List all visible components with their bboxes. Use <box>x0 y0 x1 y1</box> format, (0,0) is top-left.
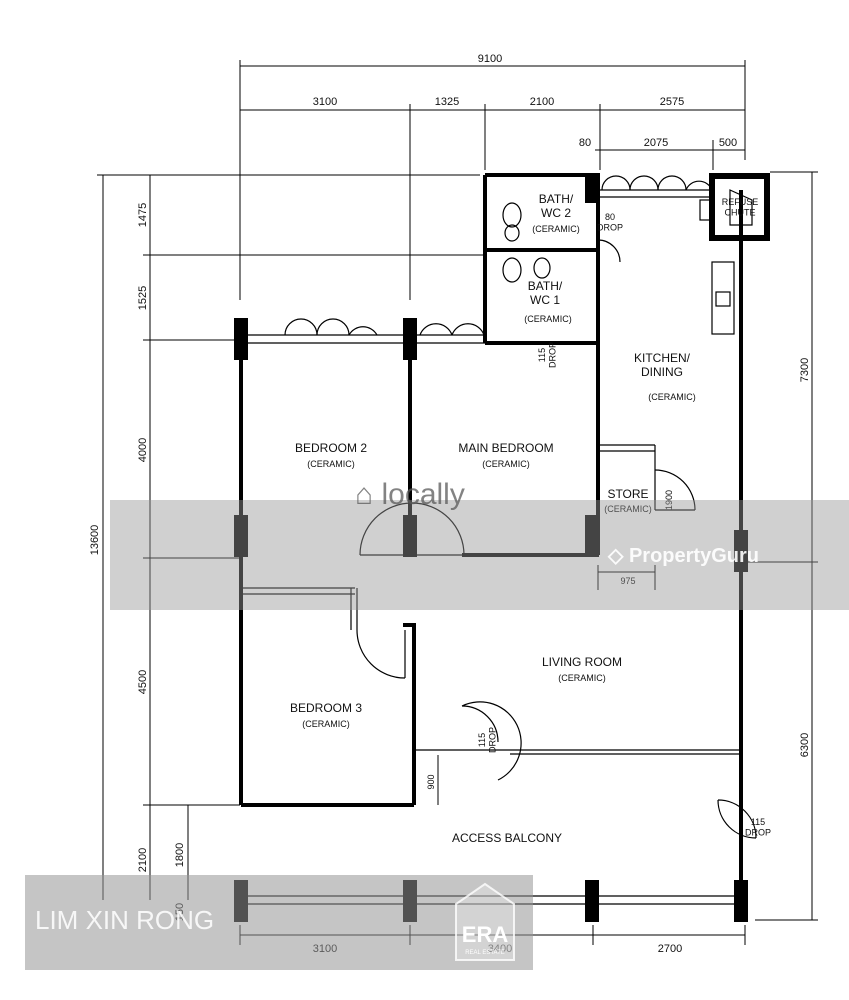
basin-icon <box>504 224 520 242</box>
dim-left-inner-1: 1800 <box>174 843 186 867</box>
left-dimensions: 13600 1475 1525 4000 4500 2100 1800 150 <box>89 174 485 921</box>
agent-band <box>25 875 533 970</box>
dim-left-seg-5: 2100 <box>137 848 149 872</box>
stove-counter-icon <box>711 261 735 335</box>
dim-left-seg-2: 1525 <box>137 286 149 310</box>
watermark-band <box>110 500 849 610</box>
dim-left-seg-1: 1475 <box>137 203 149 227</box>
propertyguru-watermark: ◇ PropertyGuru <box>608 543 759 568</box>
finish-bedroom-2: (CERAMIC) <box>307 459 355 469</box>
column <box>403 515 417 557</box>
finish-bedroom-3: (CERAMIC) <box>302 719 350 729</box>
dim-top-sub-3: 500 <box>719 137 737 149</box>
column <box>234 515 248 557</box>
column <box>734 880 748 922</box>
agent-name: LIM XIN RONG <box>35 905 215 935</box>
store-dimensions: 975 1900 900 <box>426 490 674 805</box>
dim-left-total: 13600 <box>89 525 101 556</box>
dim-store-1900: 1900 <box>664 490 674 510</box>
room-labels: BATH/WC 2 (CERAMIC) BATH/WC 1 (CERAMIC) … <box>290 192 758 845</box>
right-dimensions: 7300 6300 <box>745 171 818 921</box>
dim-right-seg-1: 7300 <box>799 358 811 382</box>
dim-top-seg-3: 2100 <box>530 96 554 108</box>
column <box>234 318 248 360</box>
dim-top-sub-1: 80 <box>579 137 591 149</box>
dim-top-seg-1: 3100 <box>313 96 337 108</box>
label-store: STORE <box>607 487 648 501</box>
window-swings <box>284 175 713 336</box>
label-kitchen: KITCHEN/DINING <box>634 351 691 379</box>
finish-bath-wc2: (CERAMIC) <box>532 224 580 234</box>
dim-top-sub-2: 2075 <box>644 137 668 149</box>
label-bedroom-3: BEDROOM 3 <box>290 701 362 715</box>
era-text: ERA <box>461 922 509 947</box>
basin-icon <box>533 257 551 279</box>
dim-left-seg-4: 4500 <box>137 670 149 694</box>
finish-main-bedroom: (CERAMIC) <box>482 459 530 469</box>
dim-top-seg-4: 2575 <box>660 96 684 108</box>
dim-bottom-seg-3: 2700 <box>658 943 682 955</box>
finish-store: (CERAMIC) <box>604 504 652 514</box>
finish-bath-wc1: (CERAMIC) <box>524 314 572 324</box>
label-access-balcony: ACCESS BALCONY <box>452 831 562 845</box>
era-logo-icon <box>455 882 515 961</box>
propertyguru-text: PropertyGuru <box>628 545 759 567</box>
doors <box>356 239 757 839</box>
drop-115-living: 115DROP <box>477 727 497 753</box>
dim-inner-900: 900 <box>426 774 436 789</box>
finish-living-room: (CERAMIC) <box>558 673 606 683</box>
column <box>585 515 599 557</box>
column <box>585 880 599 922</box>
column <box>403 318 417 360</box>
dim-store-975: 975 <box>620 576 635 586</box>
toilet-icon <box>502 257 522 283</box>
propertyguru-icon: ◇ <box>608 545 624 567</box>
label-bath-wc1: BATH/WC 1 <box>528 279 563 307</box>
finish-kitchen: (CERAMIC) <box>648 392 696 402</box>
house-icon: ⌂ <box>355 478 374 511</box>
era-subtext: REAL ESTATE <box>465 950 505 956</box>
column <box>585 175 599 203</box>
dim-top-seg-2: 1325 <box>435 96 459 108</box>
sink-icon <box>715 291 731 307</box>
top-dimensions: 9100 3100 1325 2100 2575 80 2075 500 <box>239 53 746 300</box>
label-bedroom-2: BEDROOM 2 <box>295 441 367 455</box>
column <box>734 530 748 572</box>
label-living-room: LIVING ROOM <box>542 655 622 669</box>
dim-left-seg-3: 4000 <box>137 438 149 462</box>
fixtures <box>502 173 770 335</box>
toilet-icon <box>502 202 522 228</box>
label-bath-wc2: BATH/WC 2 <box>539 192 574 220</box>
label-main-bedroom: MAIN BEDROOM <box>458 441 553 455</box>
dim-right-seg-2: 6300 <box>799 733 811 757</box>
locally-text: locally <box>381 478 465 511</box>
dim-top-total: 9100 <box>478 53 502 65</box>
locally-watermark: ⌂ locally <box>355 478 465 512</box>
drop-115-wc: 115DROP <box>537 342 557 368</box>
